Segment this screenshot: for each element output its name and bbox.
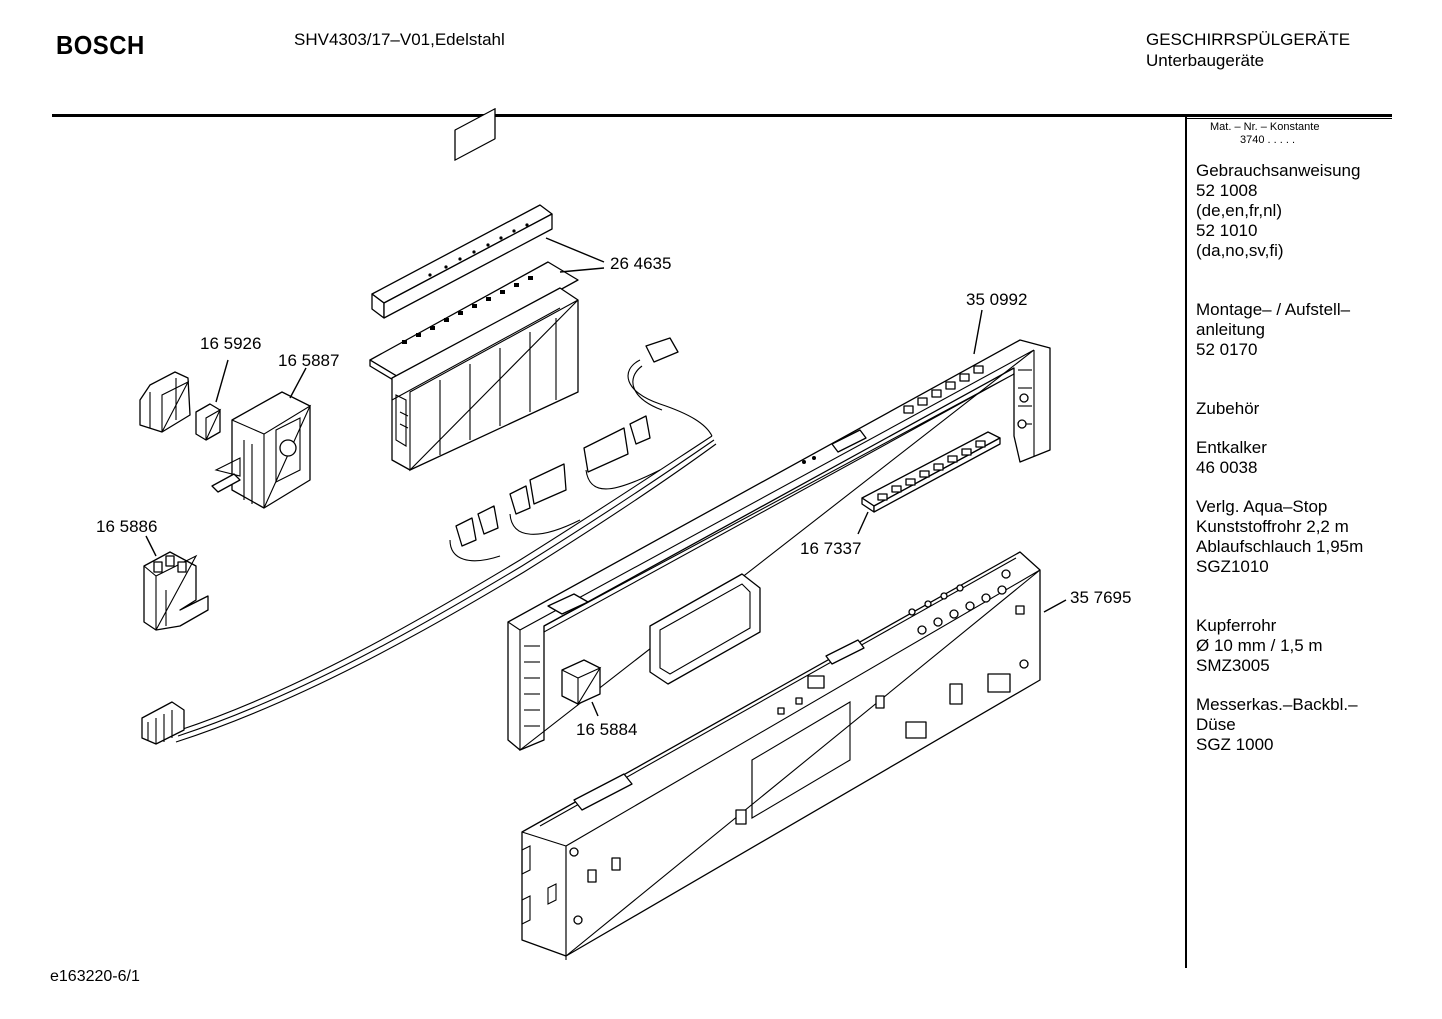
mat-number-label: Mat. – Nr. – Konstante — [1210, 121, 1320, 133]
sidebar-block-manual: Gebrauchsanweisung 52 1008 (de,en,fr,nl)… — [1196, 161, 1392, 261]
sidebar-line: Zubehör — [1196, 399, 1260, 418]
sidebar-line: Messerkas.–Backbl.– — [1196, 695, 1358, 714]
electronic-module — [369, 108, 579, 472]
drawing-id: e163220-6/1 — [50, 968, 140, 985]
part-number-350992: 35 0992 — [966, 290, 1027, 309]
model-title: SHV4303/17–V01,Edelstahl — [294, 30, 505, 49]
relay — [195, 403, 222, 441]
part-number-264635: 26 4635 — [610, 254, 671, 273]
sidebar-line: Montage– / Aufstell– — [1196, 300, 1351, 319]
small-cube — [561, 659, 602, 706]
sidebar-parts-info: Mat. – Nr. – Konstante 3740 . . . . . Ge… — [1186, 118, 1392, 755]
sidebar-line: Ø 10 mm / 1,5 m — [1196, 636, 1323, 655]
sidebar-line: Düse — [1196, 715, 1236, 734]
sidebar-line: (de,en,fr,nl) — [1196, 201, 1282, 220]
sidebar-line: anleitung — [1196, 320, 1266, 339]
cable-harness — [141, 337, 717, 745]
sidebar-block-installation: Montage– / Aufstell– anleitung 52 0170 — [1196, 300, 1392, 360]
sidebar-block-copper-pipe: Kupferrohr Ø 10 mm / 1,5 m SMZ3005 — [1196, 616, 1392, 676]
sidebar-line: 52 1010 — [1196, 221, 1258, 240]
category-subtitle: Unterbaugeräte — [1146, 51, 1265, 70]
leader-line — [973, 309, 983, 355]
sidebar-line: SGZ 1000 — [1196, 735, 1274, 754]
light-guide-bar — [371, 204, 553, 319]
leader-line — [559, 267, 605, 273]
exploded-parts-diagram: 26 4635 16 5926 16 5887 16 5886 — [96, 108, 1131, 960]
leader-line — [289, 367, 307, 399]
sidebar-line: (da,no,sv,fi) — [1196, 241, 1284, 260]
brand-logo: BOSCH — [56, 30, 145, 60]
sidebar-line: Verlg. Aqua–Stop — [1196, 497, 1328, 516]
sidebar-line: SMZ3005 — [1196, 656, 1270, 675]
mat-number-value: 3740 . . . . . — [1240, 134, 1296, 146]
sidebar-line: Entkalker — [1196, 438, 1267, 457]
part-number-165884: 16 5884 — [576, 720, 637, 739]
part-number-167337: 16 7337 — [800, 539, 861, 558]
connector-block — [143, 551, 209, 631]
small-cover — [139, 371, 191, 433]
inner-panel — [521, 551, 1041, 960]
sidebar-top-rule — [1186, 118, 1392, 119]
leader-line — [591, 701, 599, 717]
sidebar-line: 46 0038 — [1196, 458, 1258, 477]
sidebar-line: Ablaufschlauch 1,95m — [1196, 537, 1364, 556]
sidebar-line: Kunststoffrohr 2,2 m — [1196, 517, 1349, 536]
control-frame — [507, 339, 1051, 752]
leader-line — [215, 359, 229, 403]
part-number-165887: 16 5887 — [278, 351, 339, 370]
leader-line — [145, 535, 157, 557]
leader-line — [545, 237, 605, 263]
category-title: GESCHIRRSPÜLGERÄTE — [1146, 30, 1351, 49]
part-number-357695: 35 7695 — [1070, 588, 1131, 607]
sidebar-line: Gebrauchsanweisung — [1196, 161, 1361, 180]
sidebar-line: Kupferrohr — [1196, 616, 1277, 635]
sidebar-line: 52 1008 — [1196, 181, 1258, 200]
leader-line — [1043, 599, 1067, 613]
part-number-165886: 16 5886 — [96, 517, 157, 536]
header-divider — [52, 114, 1392, 117]
sidebar-divider — [1185, 116, 1187, 968]
sidebar-line: SGZ1010 — [1196, 557, 1269, 576]
leader-line — [857, 511, 869, 535]
switch-housing — [211, 391, 312, 509]
part-number-165926: 16 5926 — [200, 334, 261, 353]
sidebar-block-aquastop: Verlg. Aqua–Stop Kunststoffrohr 2,2 m Ab… — [1196, 497, 1392, 577]
sidebar-block-nozzle: Messerkas.–Backbl.– Düse SGZ 1000 — [1196, 695, 1392, 755]
button-strip — [861, 431, 1001, 513]
sidebar-line: 52 0170 — [1196, 340, 1258, 359]
sidebar-block-accessories: Zubehör — [1196, 399, 1392, 419]
sidebar-block-descaler: Entkalker 46 0038 — [1196, 438, 1392, 478]
